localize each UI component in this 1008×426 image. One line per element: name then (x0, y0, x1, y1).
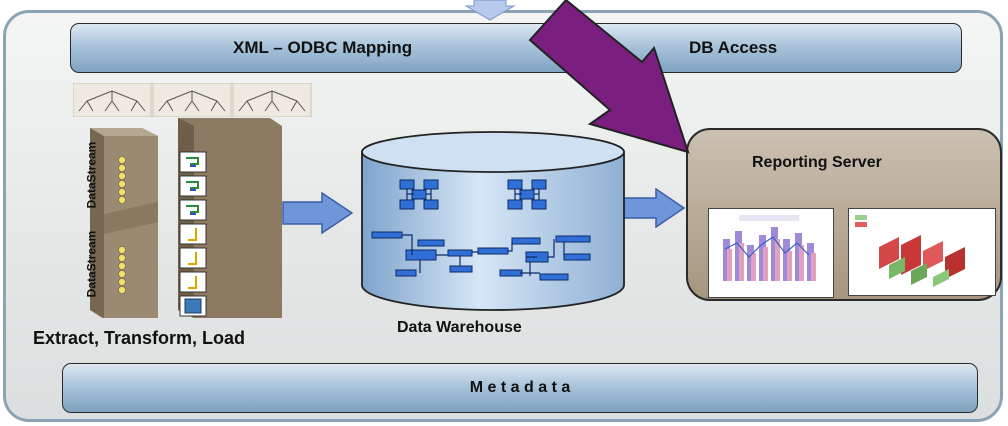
warehouse-caption: Data Warehouse (397, 319, 522, 336)
top-bar: XML – ODBC Mapping DB Access (70, 23, 962, 73)
arrow-etl-to-warehouse-icon (282, 192, 354, 234)
metadata-bar: M e t a d a t a (62, 363, 978, 413)
data-warehouse-cylinder (361, 131, 625, 311)
database-tool-icon (184, 298, 202, 314)
3d-chart-thumbnail (848, 208, 996, 296)
datastream-label-top: DataStream (84, 141, 99, 209)
hierarchy-icon (152, 83, 232, 117)
arrow-warehouse-to-reporting-icon (622, 188, 686, 228)
reporting-server-title: Reporting Server (752, 154, 882, 171)
transform-icons (179, 151, 207, 317)
incoming-arrow-icon (464, 0, 516, 21)
db-access-arrow-icon (528, 0, 690, 154)
hierarchy-icon (232, 83, 312, 117)
etl-servers (90, 118, 282, 318)
metadata-label: M e t a d a t a (469, 379, 571, 396)
hierarchy-icons (73, 83, 312, 117)
led-indicators (118, 156, 126, 294)
db-access-label: DB Access (689, 38, 778, 57)
xml-odbc-mapping-label: XML – ODBC Mapping (233, 38, 413, 57)
hierarchy-icon (73, 83, 152, 117)
reporting-server-panel: Reporting Server (686, 128, 1002, 301)
bar-chart-thumbnail (708, 208, 834, 298)
etl-caption: Extract, Transform, Load (33, 328, 246, 348)
datastream-label-bottom: DataStream (84, 230, 99, 298)
